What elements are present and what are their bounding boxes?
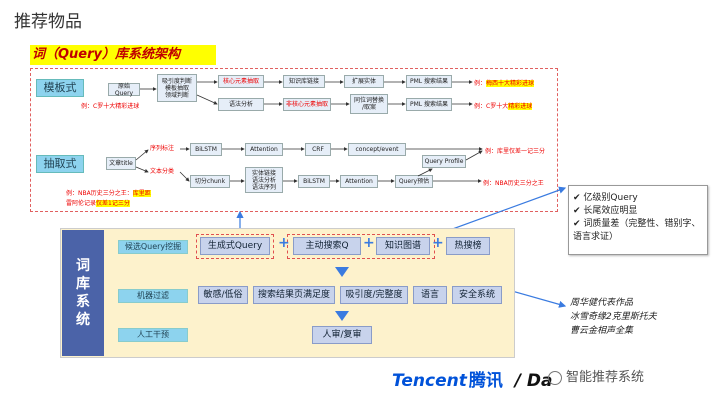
candidate-active-search: 主动搜索Q xyxy=(293,237,361,255)
problem-callout: ✔ 亿级别Query ✔ 长尾效应明显 ✔ 词质量差（完整性、错别字、语言求证） xyxy=(568,185,708,255)
candidate-dashed-2 xyxy=(287,234,435,259)
node-entity-link: 实体链接 语法分析 语法序列 xyxy=(245,167,283,193)
extract-label: 抽取式 xyxy=(36,155,84,173)
stage-candidate-mining: 候选Query挖掘 xyxy=(118,240,188,254)
node-attraction-judge: 吸引度判断 模板抽取 领域判断 xyxy=(157,74,197,102)
node-noncore-extract: 非核心元素抽取 xyxy=(283,98,331,111)
plus-icon: + xyxy=(432,235,444,251)
candidate-hot-search: 热搜榜 xyxy=(446,237,490,255)
candidate-knowledge-graph: 知识图谱 xyxy=(376,237,430,255)
node-raw-query: 原始Query xyxy=(108,83,140,97)
watermark: 智能推荐系统 xyxy=(548,366,644,385)
extract-result-2: 例：NBA历史三分之王 xyxy=(483,180,544,187)
extract-example-b: 雷阿伦记录仅差1记三分 xyxy=(66,200,130,207)
example-works: 周华健代表作品 冰雪奇缘2克里斯托夫 曹云金相声全集 xyxy=(570,298,657,336)
plus-icon: + xyxy=(278,235,290,251)
node-concept-event: concept/event xyxy=(348,143,406,156)
node-query-predict: Query预估 xyxy=(395,175,433,188)
node-query-profile: Query Profile xyxy=(422,155,466,168)
node-article-title: 文章title xyxy=(106,157,136,170)
filter-attraction: 吸引度/完整度 xyxy=(340,286,408,304)
text-classify-text: 文本分类 xyxy=(150,168,175,175)
section-subtitle: 词（Query）库系统架构 xyxy=(30,45,216,65)
node-kb-link: 知识库链接 xyxy=(283,75,325,88)
node-pml-result-2: PML 搜索结果 xyxy=(406,98,452,111)
node-bilstm-1: BiLSTM xyxy=(190,143,222,156)
stage-manual-intervene: 人工干预 xyxy=(118,328,188,342)
row2-result: 例：C罗十大精彩进球 xyxy=(474,103,533,110)
node-bilstm-2: BiLSTM xyxy=(298,175,330,188)
node-syntax-analysis: 语法分析 xyxy=(218,98,264,111)
row1-result: 例：梅西十大精彩进球 xyxy=(474,80,535,87)
node-pml-result-1: PML 搜索结果 xyxy=(406,75,452,88)
callout-item: ✔ 词质量差（完整性、错别字、语言求证） xyxy=(573,219,701,242)
node-crf: CRF xyxy=(305,143,331,156)
plus-icon: + xyxy=(363,235,375,251)
template-example: 例：C罗十大精彩进球 xyxy=(81,103,140,110)
node-synonym-replace: 同位词替换 /取案 xyxy=(350,94,388,114)
node-attention-2: Attention xyxy=(340,175,378,188)
callout-item: ✔ 长尾效应明显 xyxy=(573,206,638,216)
filter-language: 语言 xyxy=(413,286,447,304)
filter-sensitive: 敏感/低俗 xyxy=(198,286,248,304)
callout-item: ✔ 亿级别Query xyxy=(573,193,638,203)
template-label: 模板式 xyxy=(36,79,84,97)
node-core-extract: 核心元素抽取 xyxy=(218,75,264,88)
system-vertical-label: 词 库 系 统 xyxy=(62,230,104,356)
extract-result-1: 例：库里仅差一记三分 xyxy=(485,148,546,155)
stage-machine-filter: 机器过滤 xyxy=(118,289,188,303)
query-architecture-box xyxy=(30,68,558,212)
node-attention-1: Attention xyxy=(245,143,283,156)
candidate-generated-query: 生成式Query xyxy=(200,237,270,255)
page-title: 推荐物品 xyxy=(14,12,82,32)
manual-review: 人审/复审 xyxy=(312,326,372,344)
candidate-dashed-1 xyxy=(196,234,274,259)
node-split-chunk: 切分chunk xyxy=(190,175,230,188)
node-expand-entity: 扩展实体 xyxy=(344,75,384,88)
filter-search-satisfaction: 搜索结果页满足度 xyxy=(253,286,335,304)
wechat-icon xyxy=(548,370,562,385)
seq-label-text: 序列标注 xyxy=(150,145,175,152)
filter-security: 安全系统 xyxy=(452,286,502,304)
down-arrow-icon xyxy=(335,267,349,277)
down-arrow-icon xyxy=(335,311,349,321)
extract-example-a: 例：NBA历史三分之王：库里距 xyxy=(66,190,151,197)
